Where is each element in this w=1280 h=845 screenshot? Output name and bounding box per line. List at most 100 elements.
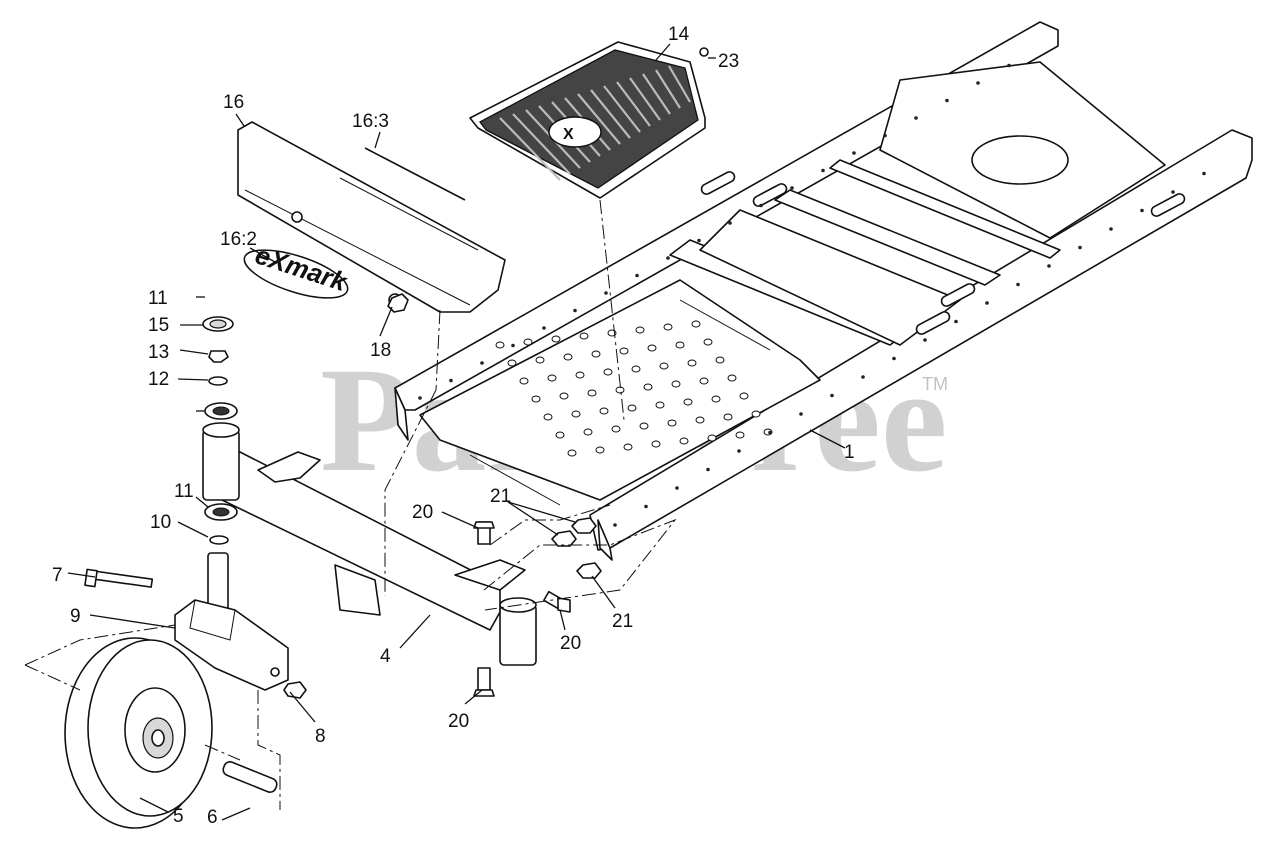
floor-hole (627, 404, 637, 412)
rail-hole (511, 343, 515, 348)
floor-hole (687, 359, 697, 367)
rail-hole (604, 291, 608, 295)
rail-hole (799, 412, 803, 416)
seat-pad-rib (577, 93, 621, 145)
nut-21c (576, 562, 602, 579)
floor-hole (619, 347, 629, 355)
rail-hole (1078, 245, 1082, 250)
rail-hole (644, 504, 648, 509)
seat-pad-rib (642, 73, 671, 115)
floor-hole (647, 344, 657, 352)
caster-wheel (64, 637, 213, 829)
floor-hole (695, 416, 705, 424)
fork-nut (283, 681, 307, 699)
rail-hole (914, 116, 918, 120)
floor-hole (611, 425, 621, 433)
rail-hole (852, 151, 856, 155)
rail-hole (706, 467, 710, 472)
rail-hole (573, 308, 577, 313)
callout-12: 12 (148, 369, 169, 390)
decal-strip (364, 147, 466, 201)
rail-hole (613, 523, 617, 527)
callout-9: 9 (70, 606, 81, 627)
rail-hole (1171, 190, 1175, 194)
caster-fork (174, 552, 289, 691)
wheel-axle (222, 761, 278, 793)
floor-hole (543, 413, 553, 421)
callout-8: 8 (315, 726, 326, 747)
rail-hole (790, 186, 794, 190)
callout-15: 15 (148, 315, 169, 336)
rail-hole (759, 203, 763, 208)
floor-hole (739, 392, 749, 400)
seat-pad-rib (512, 113, 571, 175)
floor-hole (639, 422, 649, 430)
floor-hole (591, 350, 601, 358)
rail-hole (737, 449, 741, 453)
seat-pad-rib (629, 77, 661, 121)
callout-16-3: 16:3 (352, 111, 389, 132)
callout-20-top: 20 (412, 502, 433, 523)
rail-hole (976, 81, 980, 85)
rail-hole (861, 375, 865, 379)
floor-hole (699, 377, 709, 385)
rail-hole (480, 361, 484, 365)
floor-hole (531, 395, 541, 403)
callout-labels: 1 4 5 6 7 8 9 10 11 11 12 13 15 14 16 16… (52, 24, 855, 828)
rail-hole (985, 301, 989, 305)
callout-23: 23 (718, 51, 739, 72)
seat-pad-rib (590, 89, 631, 139)
rail-hole (542, 326, 546, 330)
callout-21-right: 21 (612, 611, 633, 632)
rail-hole (635, 273, 639, 278)
floor-hole (495, 341, 505, 349)
caster-stack (202, 316, 238, 545)
rail-hole (1109, 227, 1113, 231)
callout-4: 4 (380, 646, 391, 667)
floor-hole (635, 326, 645, 334)
seat-pad-rib (655, 69, 681, 109)
floor-hole (675, 341, 685, 349)
callout-6: 6 (207, 807, 218, 828)
rail-hole (418, 396, 422, 400)
floor-hole (559, 392, 569, 400)
floor-hole (691, 320, 701, 328)
seat-pad-rib (668, 65, 691, 103)
floor-hole (631, 365, 641, 373)
floor-hole (679, 437, 689, 445)
floor-hole (555, 431, 565, 439)
floor-hole (551, 335, 561, 343)
floor-hole (715, 356, 725, 364)
floor-hole (655, 401, 665, 409)
rail-hole (821, 168, 825, 173)
floor-hole (579, 332, 589, 340)
rail-hole (1047, 264, 1051, 268)
callout-14: 14 (668, 24, 690, 45)
floor-hole (727, 374, 737, 382)
rail-hole (666, 256, 670, 260)
floor-hole (623, 443, 633, 451)
rail-hole (883, 133, 887, 138)
callout-20-bottom: 20 (448, 711, 469, 732)
floor-hole (651, 440, 661, 448)
bolt-20c (473, 667, 495, 697)
floor-hole (575, 371, 585, 379)
floor-hole (643, 383, 653, 391)
seat-pad-rib (603, 85, 641, 133)
svg-text:X: X (563, 126, 574, 143)
callout-16: 16 (223, 92, 244, 113)
floor-hole (659, 362, 669, 370)
fork-bolt (84, 568, 154, 588)
floor-hole (603, 368, 613, 376)
floor-hole (587, 389, 597, 397)
callout-16-2: 16:2 (220, 229, 257, 250)
rail-hole (1140, 208, 1144, 213)
rail-hole (697, 238, 701, 243)
leader-lines (67, 43, 846, 821)
watermark-tm: TM (922, 374, 948, 394)
floor-hole (671, 380, 681, 388)
rail-hole (675, 486, 679, 490)
seat-pad-rib (616, 81, 651, 127)
floor-hole (703, 338, 713, 346)
